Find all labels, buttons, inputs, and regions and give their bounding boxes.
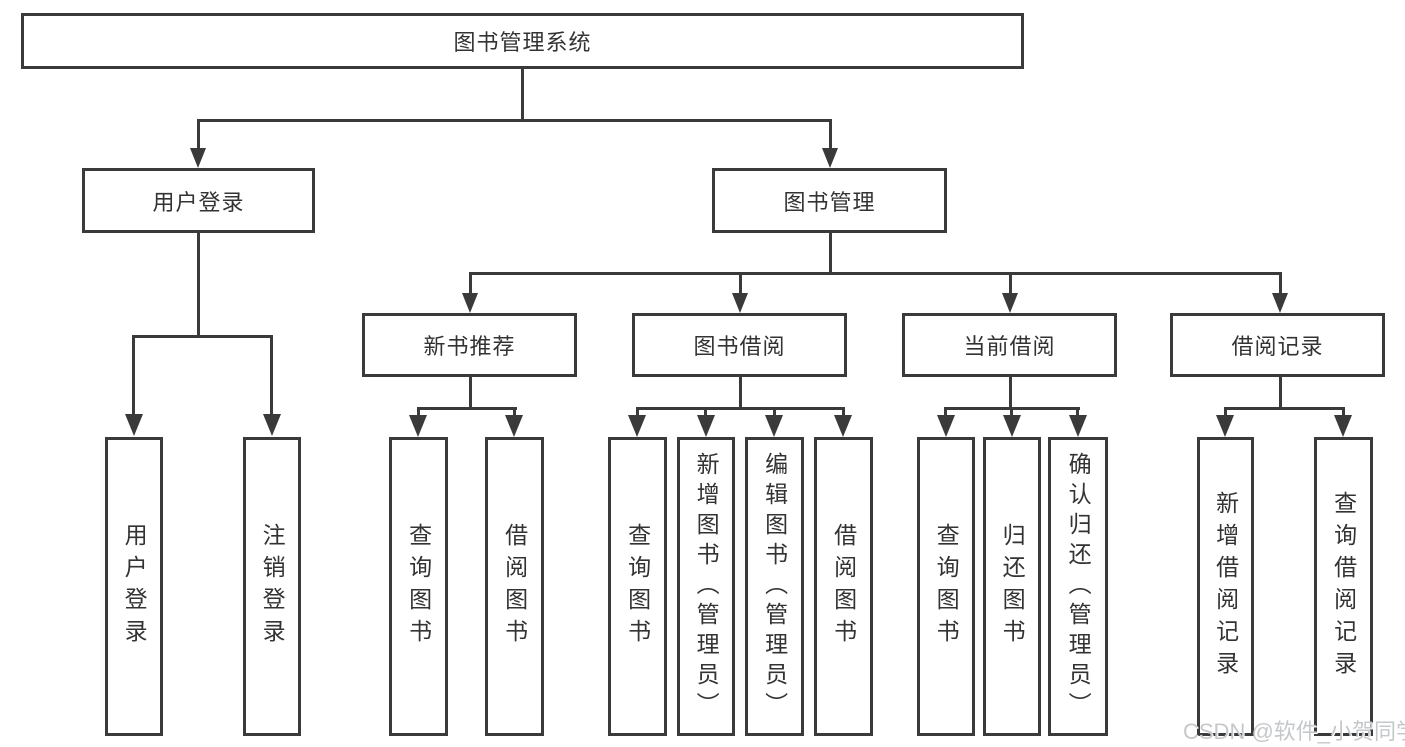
arrow-down-icon (732, 293, 748, 313)
connector-new-book-rec-stub (469, 377, 472, 410)
leaf-bb-borrow: 借阅图书 (814, 437, 873, 736)
leaf-bb-add-label: 新增图书（管理员） (693, 451, 720, 722)
connector-leaf-stem (513, 407, 516, 419)
arrow-down-icon (765, 415, 783, 437)
arrow-down-icon (190, 148, 206, 168)
arrow-down-icon (937, 415, 955, 437)
connector-stem-book-borrow (739, 272, 742, 295)
connector-leaf-stem (417, 407, 420, 419)
node-borrow-record: 借阅记录 (1170, 313, 1385, 377)
node-user-login: 用户登录 (82, 168, 315, 233)
leaf-cb-return: 归还图书 (983, 437, 1041, 736)
arrow-down-icon (697, 415, 715, 437)
node-new-book-rec-label: 新书推荐 (423, 334, 516, 359)
arrow-down-icon (125, 414, 143, 436)
arrow-down-icon (822, 148, 838, 168)
arrow-down-icon (1069, 415, 1087, 437)
leaf-user-login: 用户登录 (105, 437, 163, 736)
arrow-down-icon (1334, 415, 1352, 437)
connector-leaf-stem (636, 407, 639, 419)
connector-root-stub (521, 69, 524, 122)
arrow-down-icon (462, 293, 478, 313)
arrow-down-icon (505, 415, 523, 437)
leaf-bb-borrow-label: 借阅图书 (830, 522, 857, 651)
node-book-borrow: 图书借阅 (632, 313, 847, 377)
connector-nb-horizontal (417, 407, 517, 410)
arrow-down-icon (628, 415, 646, 437)
connector-current-borrow-stub (1009, 377, 1012, 410)
arrow-down-icon (409, 415, 427, 437)
node-book-borrow-label: 图书借阅 (693, 334, 786, 359)
leaf-cb-return-label: 归还图书 (999, 522, 1026, 651)
connector-user-login-horizontal (132, 335, 273, 338)
leaf-br-query-label: 查询借阅记录 (1330, 490, 1357, 683)
connector-borrow-record-stub (1279, 377, 1282, 410)
arrow-down-icon (834, 415, 852, 437)
leaf-br-add: 新增借阅记录 (1197, 437, 1254, 736)
connector-leaf-stem (1010, 407, 1013, 419)
connector-stem-user-login (197, 119, 200, 150)
leaf-bb-edit-label: 编辑图书（管理员） (761, 451, 788, 722)
connector-stem-borrow-record (1279, 272, 1282, 295)
leaf-cb-confirm-label: 确认归还（管理员） (1065, 451, 1092, 722)
connector-l1-horizontal (197, 119, 832, 122)
arrow-down-icon (1216, 415, 1234, 437)
leaf-bb-add: 新增图书（管理员） (677, 437, 735, 736)
connector-user-login-stub (197, 233, 200, 338)
connector-leaf-stem (1342, 407, 1345, 419)
leaf-nb-borrow-label: 借阅图书 (501, 522, 528, 651)
node-new-book-rec: 新书推荐 (362, 313, 577, 377)
node-borrow-record-label: 借阅记录 (1231, 334, 1324, 359)
connector-leaf-stem (1076, 407, 1079, 419)
leaf-cb-confirm: 确认归还（管理员） (1048, 437, 1108, 736)
leaf-user-login-label: 用户登录 (121, 522, 148, 651)
node-user-login-label: 用户登录 (152, 189, 245, 215)
connector-leaf-stem (842, 407, 845, 419)
leaf-cb-query-label: 查询图书 (933, 522, 960, 651)
node-root-label: 图书管理系统 (453, 30, 592, 55)
arrow-down-icon (1272, 293, 1288, 313)
leaf-nb-borrow: 借阅图书 (485, 437, 544, 736)
connector-stem-current-borrow (1009, 272, 1012, 295)
leaf-logout-label: 注销登录 (259, 522, 286, 651)
node-current-borrow-label: 当前借阅 (963, 334, 1056, 359)
connector-book-mgmt-stub (829, 233, 832, 274)
arrow-down-icon (263, 414, 281, 436)
connector-stem-new-book-rec (469, 272, 472, 295)
connector-stem-book-mgmt (829, 119, 832, 150)
connector-l2-horizontal (469, 272, 1282, 275)
connector-stem-leaf-logout (270, 335, 273, 416)
leaf-br-add-label: 新增借阅记录 (1212, 490, 1239, 683)
node-book-mgmt: 图书管理 (712, 168, 947, 233)
connector-book-borrow-stub (739, 377, 742, 410)
connector-leaf-stem (704, 407, 707, 419)
node-root: 图书管理系统 (21, 13, 1024, 69)
connector-leaf-stem (773, 407, 776, 419)
leaf-logout: 注销登录 (243, 437, 301, 736)
arrow-down-icon (1003, 415, 1021, 437)
node-book-mgmt-label: 图书管理 (783, 189, 876, 215)
connector-br-horizontal (1224, 407, 1345, 410)
leaf-nb-query: 查询图书 (389, 437, 448, 736)
leaf-nb-query-label: 查询图书 (405, 522, 432, 651)
connector-leaf-stem (944, 407, 947, 419)
leaf-bb-query-label: 查询图书 (624, 522, 651, 651)
connector-stem-leaf-login (132, 335, 135, 416)
leaf-bb-edit: 编辑图书（管理员） (745, 437, 804, 736)
arrow-down-icon (1002, 293, 1018, 313)
node-current-borrow: 当前借阅 (902, 313, 1117, 377)
connector-bb-horizontal (636, 407, 845, 410)
csdn-watermark: CSDN @软件_小贺同学 (1183, 719, 1405, 744)
connector-leaf-stem (1224, 407, 1227, 419)
leaf-bb-query: 查询图书 (608, 437, 667, 736)
leaf-br-query: 查询借阅记录 (1314, 437, 1373, 736)
leaf-cb-query: 查询图书 (917, 437, 975, 736)
